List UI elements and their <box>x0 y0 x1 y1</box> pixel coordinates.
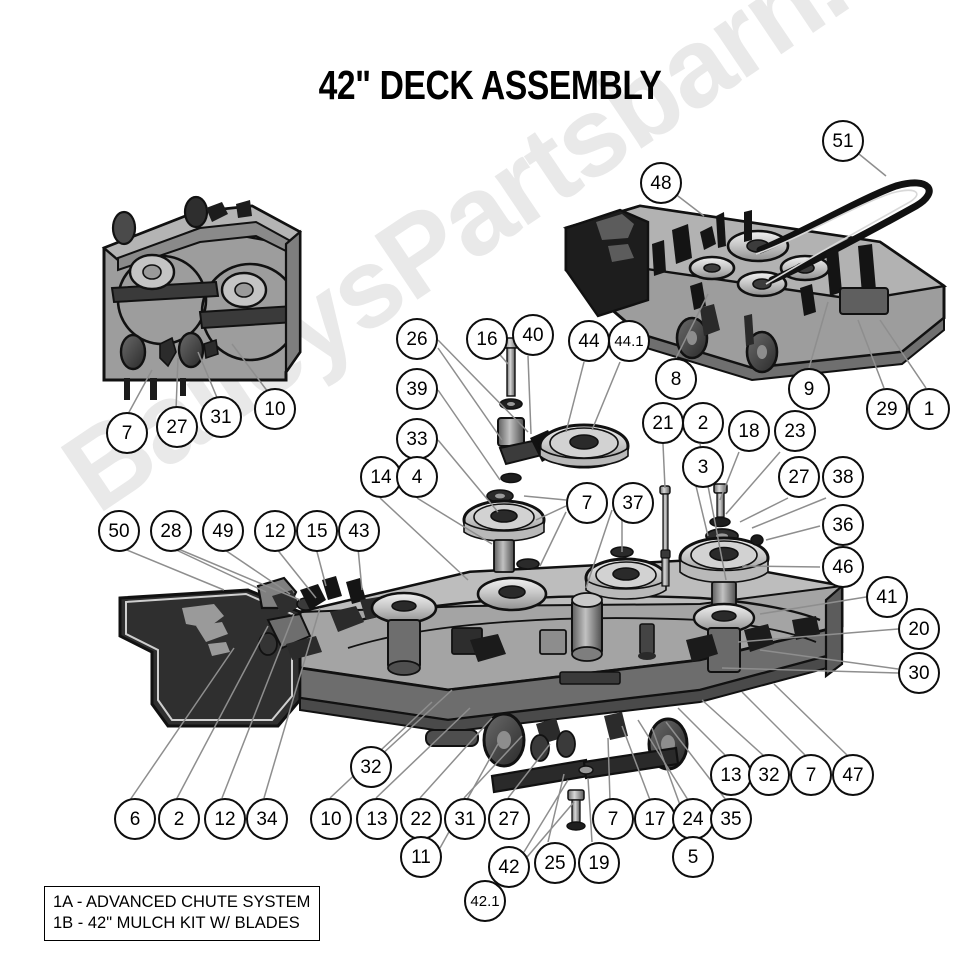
callout-14[interactable]: 14 <box>360 456 402 498</box>
callout-26[interactable]: 26 <box>396 318 438 360</box>
callout-7[interactable]: 7 <box>592 798 634 840</box>
page-title: 42" DECK ASSEMBLY <box>318 62 662 108</box>
callout-42-1[interactable]: 42.1 <box>464 880 506 922</box>
callout-9[interactable]: 9 <box>788 368 830 410</box>
deck-spindles <box>370 591 438 676</box>
callout-12[interactable]: 12 <box>254 510 296 552</box>
callout-46[interactable]: 46 <box>822 546 864 588</box>
callout-31[interactable]: 31 <box>444 798 486 840</box>
callout-38[interactable]: 38 <box>822 456 864 498</box>
callout-32[interactable]: 32 <box>350 746 392 788</box>
callout-27[interactable]: 27 <box>488 798 530 840</box>
callout-43[interactable]: 43 <box>338 510 380 552</box>
callout-47[interactable]: 47 <box>832 754 874 796</box>
callout-36[interactable]: 36 <box>822 504 864 546</box>
callout-44-1[interactable]: 44.1 <box>608 320 650 362</box>
callout-4[interactable]: 4 <box>396 456 438 498</box>
callout-16[interactable]: 16 <box>466 318 508 360</box>
callout-28[interactable]: 28 <box>150 510 192 552</box>
callout-40[interactable]: 40 <box>512 314 554 356</box>
callout-6[interactable]: 6 <box>114 798 156 840</box>
callout-23[interactable]: 23 <box>774 410 816 452</box>
callout-48[interactable]: 48 <box>640 162 682 204</box>
callout-34[interactable]: 34 <box>246 798 288 840</box>
callout-3[interactable]: 3 <box>682 446 724 488</box>
callout-27[interactable]: 27 <box>778 456 820 498</box>
callout-7[interactable]: 7 <box>566 482 608 524</box>
callout-20[interactable]: 20 <box>898 608 940 650</box>
discharge-chute-artwork <box>118 588 302 728</box>
callout-7[interactable]: 7 <box>106 412 148 454</box>
callout-35[interactable]: 35 <box>710 798 752 840</box>
callout-51[interactable]: 51 <box>822 120 864 162</box>
callout-15[interactable]: 15 <box>296 510 338 552</box>
callout-27[interactable]: 27 <box>156 406 198 448</box>
callout-50[interactable]: 50 <box>98 510 140 552</box>
callout-5[interactable]: 5 <box>672 836 714 878</box>
callout-1[interactable]: 1 <box>908 388 950 430</box>
callout-29[interactable]: 29 <box>866 388 908 430</box>
callout-30[interactable]: 30 <box>898 652 940 694</box>
legend-box: 1A - ADVANCED CHUTE SYSTEM 1B - 42" MULC… <box>44 886 320 942</box>
callout-8[interactable]: 8 <box>655 358 697 400</box>
callout-18[interactable]: 18 <box>728 410 770 452</box>
legend-line-1: 1A - ADVANCED CHUTE SYSTEM <box>53 893 311 911</box>
callout-44[interactable]: 44 <box>568 320 610 362</box>
callout-32[interactable]: 32 <box>748 754 790 796</box>
callout-37[interactable]: 37 <box>612 482 654 524</box>
callout-11[interactable]: 11 <box>400 836 442 878</box>
callout-2[interactable]: 2 <box>158 798 200 840</box>
callout-41[interactable]: 41 <box>866 576 908 618</box>
callout-7[interactable]: 7 <box>790 754 832 796</box>
callout-17[interactable]: 17 <box>634 798 676 840</box>
callout-21[interactable]: 21 <box>642 402 684 444</box>
underside-inset-artwork <box>101 195 303 400</box>
callout-39[interactable]: 39 <box>396 368 438 410</box>
callout-49[interactable]: 49 <box>202 510 244 552</box>
callout-13[interactable]: 13 <box>356 798 398 840</box>
callout-33[interactable]: 33 <box>396 418 438 460</box>
callout-22[interactable]: 22 <box>400 798 442 840</box>
callout-10[interactable]: 10 <box>254 388 296 430</box>
callout-2[interactable]: 2 <box>682 402 724 444</box>
callout-12[interactable]: 12 <box>204 798 246 840</box>
long-bolts <box>659 485 671 587</box>
callout-13[interactable]: 13 <box>710 754 752 796</box>
callout-31[interactable]: 31 <box>200 396 242 438</box>
callout-19[interactable]: 19 <box>578 842 620 884</box>
callout-10[interactable]: 10 <box>310 798 352 840</box>
callout-25[interactable]: 25 <box>534 842 576 884</box>
legend-line-2: 1B - 42" MULCH KIT W/ BLADES <box>53 914 300 933</box>
callout-24[interactable]: 24 <box>672 798 714 840</box>
